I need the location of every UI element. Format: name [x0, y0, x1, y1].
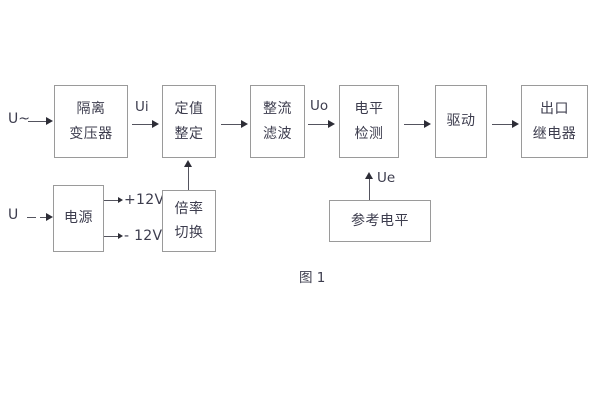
block-drive[interactable]: 驱动 — [435, 85, 487, 158]
block-level-detection[interactable]: 电平 检测 — [339, 85, 399, 158]
ue-line — [369, 178, 370, 200]
block-drive-line1: 驱动 — [446, 113, 476, 130]
block-multiplier-switch-line1: 倍率 — [174, 200, 204, 217]
dc-input-dash-2 — [40, 217, 48, 218]
rail-positive-arrowhead — [118, 196, 123, 203]
level-to-drive-arrowhead — [424, 120, 431, 128]
dc-input-dash-1 — [27, 217, 36, 218]
setting-to-rectify-arrowhead — [241, 120, 248, 128]
drive-to-relay-arrowhead — [512, 120, 519, 128]
block-setting-value-line1: 定值 — [174, 101, 204, 117]
figure-caption: 图 1 — [299, 270, 326, 286]
setting-to-rectify-line — [221, 124, 243, 125]
block-multiplier-switch-line2: 切换 — [174, 225, 204, 241]
signal-uo-label: Uo — [310, 98, 329, 114]
block-output-relay-line2: 继电器 — [532, 125, 577, 142]
ue-arrowhead — [365, 172, 373, 179]
ui-line — [132, 124, 154, 125]
signal-ue-label: Ue — [377, 170, 396, 186]
block-power-supply-line1: 电源 — [64, 210, 93, 227]
dc-input-arrowhead — [46, 213, 53, 221]
ui-arrowhead — [152, 120, 159, 128]
rail-negative-label: - 12V — [124, 228, 163, 244]
block-rectify-filter-line2: 滤波 — [263, 125, 292, 142]
ac-input-label: U~ — [8, 111, 30, 127]
block-isolation-transformer-line1: 隔离 — [76, 101, 106, 117]
block-rectify-filter-line1: 整流 — [263, 101, 292, 117]
block-reference-level[interactable]: 参考电平 — [329, 200, 431, 242]
dc-input-label: U — [8, 207, 19, 223]
signal-ui-label: Ui — [135, 99, 149, 115]
rail-negative-line — [104, 236, 120, 237]
uo-line — [308, 124, 330, 125]
ac-input-line — [28, 121, 48, 122]
block-setting-value[interactable]: 定值 整定 — [162, 85, 216, 158]
block-reference-level-line1: 参考电平 — [351, 212, 409, 229]
block-setting-value-line2: 整定 — [174, 125, 204, 142]
rail-negative-arrowhead — [118, 232, 123, 239]
block-output-relay[interactable]: 出口 继电器 — [521, 85, 588, 158]
level-to-drive-line — [404, 124, 426, 125]
block-isolation-transformer-line2: 变压器 — [69, 125, 113, 142]
drive-to-relay-line — [492, 124, 514, 125]
block-level-detection-line2: 检测 — [354, 125, 384, 142]
block-power-supply[interactable]: 电源 — [53, 185, 104, 252]
block-rectify-filter[interactable]: 整流 滤波 — [250, 85, 305, 158]
uo-arrowhead — [328, 120, 335, 128]
block-output-relay-line1: 出口 — [540, 101, 569, 117]
multiplier-to-setting-line — [188, 166, 189, 190]
rail-positive-line — [104, 200, 120, 201]
multiplier-to-setting-arrowhead — [184, 160, 192, 167]
rail-positive-label: +12V — [124, 192, 165, 208]
block-multiplier-switch[interactable]: 倍率 切换 — [162, 190, 216, 252]
block-level-detection-line1: 电平 — [354, 101, 384, 117]
block-isolation-transformer[interactable]: 隔离 变压器 — [54, 85, 128, 158]
ac-input-arrowhead — [46, 117, 53, 125]
